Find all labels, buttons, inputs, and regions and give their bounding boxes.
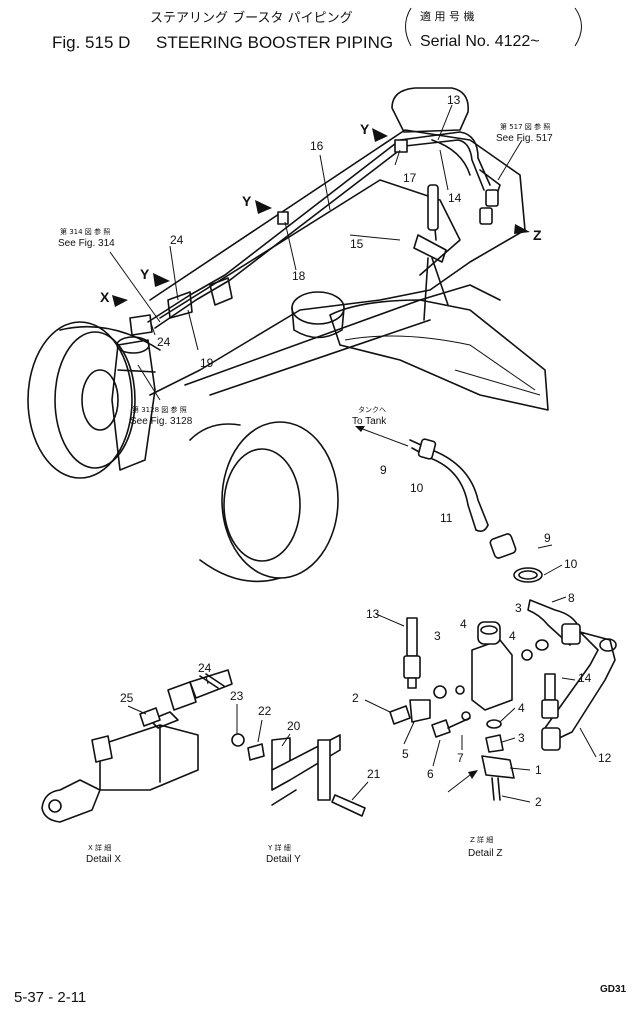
part-number-20: 20 xyxy=(287,719,301,733)
view-arrow-x xyxy=(112,295,128,307)
view-letter-y1: Y xyxy=(140,266,150,282)
part-number-6: 6 xyxy=(427,767,434,781)
part-number-23: 23 xyxy=(230,689,244,703)
page-number: 5-37 - 2-11 xyxy=(14,989,86,1006)
part-number-2b: 2 xyxy=(535,795,542,809)
part-number-16: 16 xyxy=(310,139,324,153)
view-letter-y2: Y xyxy=(242,193,252,209)
part-number-15: 15 xyxy=(350,237,364,251)
part-number-11: 11 xyxy=(440,511,453,525)
detail-y-illustration xyxy=(231,733,366,817)
part-number-5: 5 xyxy=(402,747,409,761)
part-number-7: 7 xyxy=(457,751,464,765)
part-number-9a: 9 xyxy=(380,463,387,477)
part-number-21: 21 xyxy=(367,767,381,781)
part-number-13b: 13 xyxy=(366,607,380,621)
jp-title: ステアリング ブースタ パイピング xyxy=(150,10,353,26)
part-number-2a: 2 xyxy=(352,691,359,705)
detail-y-jp: Y 詳 細 xyxy=(267,843,291,852)
part-number-10b: 10 xyxy=(564,557,578,571)
part-number-24-low: 24 xyxy=(157,335,171,349)
part-number-18: 18 xyxy=(292,269,306,283)
part-number-14b: 14 xyxy=(578,671,592,685)
part-number-10a: 10 xyxy=(410,481,424,495)
ref-tank-jp: タンクへ xyxy=(358,405,386,414)
ref-fig517-jp: 第 517 図 参 照 xyxy=(500,122,550,131)
part-number-3b: 3 xyxy=(434,629,441,643)
serial-paren-right xyxy=(574,7,582,47)
part-number-8: 8 xyxy=(568,591,575,605)
drawing-code: GD31 xyxy=(600,984,627,995)
detail-x-illustration xyxy=(41,669,233,823)
detail-z-illustration xyxy=(389,617,559,801)
view-arrow-y1 xyxy=(153,273,170,287)
view-letter-z: Z xyxy=(533,227,542,243)
part-number-4a: 4 xyxy=(509,629,516,643)
ref-fig3128-en: See Fig. 3128 xyxy=(130,416,193,427)
view-arrow-y2 xyxy=(255,200,272,214)
machine-illustration xyxy=(27,87,549,583)
detail-y-en: Detail Y xyxy=(266,854,301,865)
serial-number: Serial No. 4122~ xyxy=(420,33,540,50)
ref-fig314-jp: 第 314 図 参 照 xyxy=(60,227,110,236)
tank-hose-assembly xyxy=(409,438,617,751)
tank-arrow xyxy=(359,427,409,447)
ref-fig517-en: See Fig. 517 xyxy=(496,133,553,144)
ref-tank-en: To Tank xyxy=(352,416,387,427)
view-letter-y3: Y xyxy=(360,121,370,137)
figure-label: Fig. 515 D xyxy=(52,33,130,52)
ref-fig314-en: See Fig. 314 xyxy=(58,238,115,249)
figure-title: STEERING BOOSTER PIPING xyxy=(156,33,393,52)
part-number-22: 22 xyxy=(258,704,272,718)
part-number-17: 17 xyxy=(403,171,417,185)
ref-fig3128-jp: 第 3128 図 参 照 xyxy=(132,405,187,414)
jp-applicability: 適 用 号 機 xyxy=(420,9,475,23)
part-number-25: 25 xyxy=(120,691,134,705)
detail-x-en: Detail X xyxy=(86,854,121,865)
part-number-4c: 4 xyxy=(518,701,525,715)
part-number-12: 12 xyxy=(598,751,612,765)
serial-paren-left xyxy=(405,7,412,47)
part-number-4b: 4 xyxy=(460,617,467,631)
part-number-1: 1 xyxy=(535,763,542,777)
part-number-3c: 3 xyxy=(518,731,525,745)
part-number-14: 14 xyxy=(448,191,462,205)
view-arrow-z xyxy=(514,224,530,234)
part-number-24-top: 24 xyxy=(170,233,184,247)
part-number-3a: 3 xyxy=(515,601,522,615)
view-letter-x: X xyxy=(100,289,110,305)
part-number-9b: 9 xyxy=(544,531,551,545)
part-number-19: 19 xyxy=(200,356,214,370)
detail-z-en: Detail Z xyxy=(468,848,502,859)
part-number-24b: 24 xyxy=(198,661,212,675)
view-arrow-y3 xyxy=(372,128,388,142)
detail-z-jp: Z 詳 細 xyxy=(470,835,493,844)
detail-x-jp: X 詳 細 xyxy=(88,843,111,852)
part-number-13: 13 xyxy=(447,93,461,107)
